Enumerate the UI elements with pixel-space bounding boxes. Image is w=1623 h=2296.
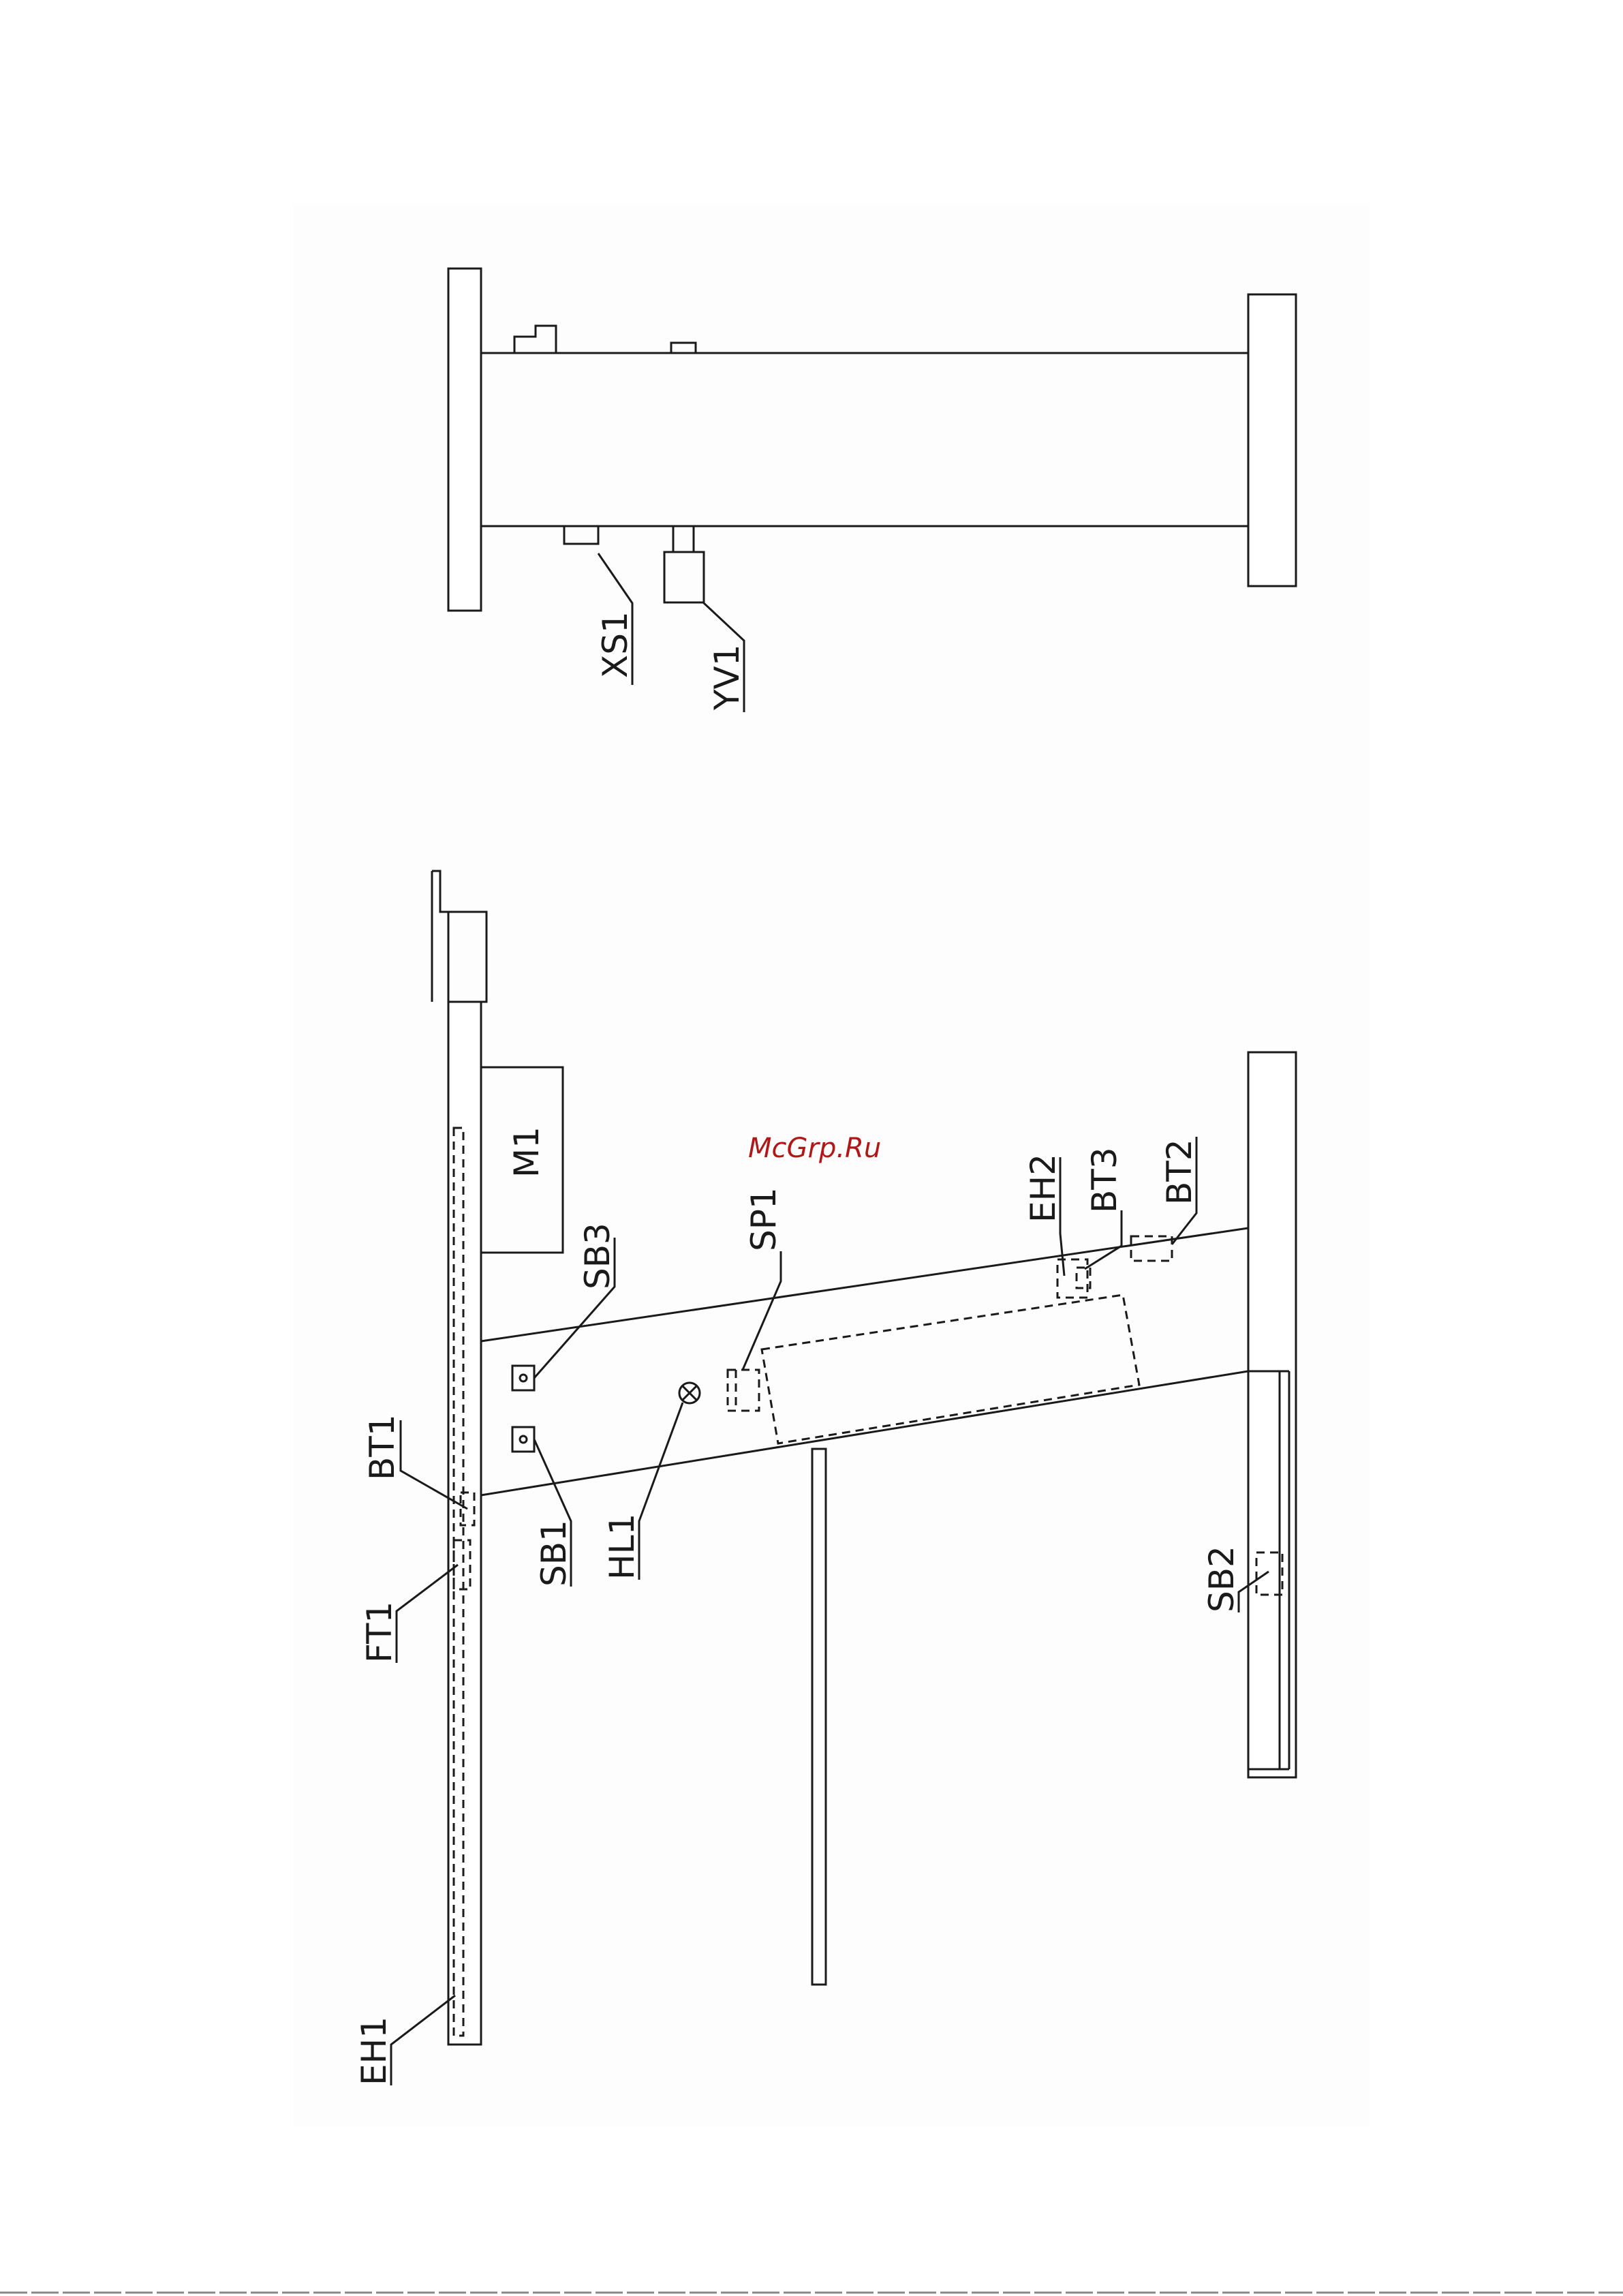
sb3-label: SB3 <box>578 1223 617 1289</box>
xs1-label: XS1 <box>596 611 635 678</box>
eh2-label: EH2 <box>1023 1154 1063 1223</box>
bt1-label: BT1 <box>362 1414 402 1480</box>
hl1-label: HL1 <box>602 1514 642 1580</box>
sp1-label: SP1 <box>744 1187 784 1251</box>
bt3-label: BT3 <box>1085 1147 1124 1213</box>
side-view-left-flange <box>448 269 481 611</box>
yv1-label: YV1 <box>707 644 747 711</box>
sb2-label: SB2 <box>1202 1546 1241 1612</box>
watermark: McGrp.Ru <box>748 1133 881 1164</box>
eh1-label: EH1 <box>354 2017 394 2085</box>
m1-label: M1 <box>507 1127 546 1178</box>
ft1-label: FT1 <box>360 1602 399 1663</box>
sb1-label: SB1 <box>534 1520 574 1587</box>
bt2-label: BT2 <box>1160 1139 1199 1205</box>
side-view-right-flange <box>1248 294 1296 586</box>
